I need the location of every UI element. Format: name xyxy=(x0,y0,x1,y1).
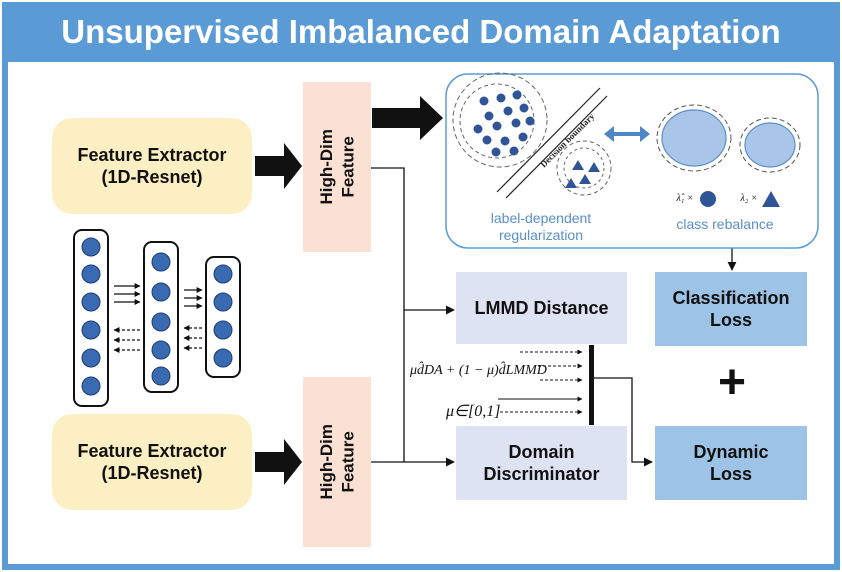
double-arrow-icon xyxy=(604,126,650,142)
high-dim-feature-top: High-Dim Feature xyxy=(303,82,371,252)
domain-discriminator-box xyxy=(456,426,627,500)
feature-extractor-top-box xyxy=(52,118,252,214)
label-dependent-regularization-label: label-dependent regularization xyxy=(490,209,592,244)
formula-arrows xyxy=(500,349,583,415)
right-arrow-icon xyxy=(255,439,302,485)
high-dim-feature-bottom: High-Dim Feature xyxy=(303,377,371,547)
cluster-illustration xyxy=(452,72,612,199)
regularization-panel xyxy=(445,73,819,249)
feature-extractor-bottom-label: Feature Extractor (1D-Resnet) xyxy=(77,440,227,484)
classification-loss-label: Classification Loss xyxy=(672,287,790,331)
class-rebalance-label: class rebalance xyxy=(676,216,774,233)
feature-extractor-top-label: Feature Extractor (1D-Resnet) xyxy=(77,144,227,188)
lambda1-label: λ̂₁ × xyxy=(676,192,694,204)
lambda2-label: λ₂ × xyxy=(740,192,758,204)
plus-icon: + xyxy=(717,356,747,409)
right-arrow-icon xyxy=(255,143,302,189)
high-dim-feature-top-box xyxy=(303,82,371,252)
feature-extractor-bottom-box xyxy=(52,414,252,510)
weighted-distance-formula: μd̂DA + (1 − μ)d̂LMMD xyxy=(410,363,547,379)
classification-loss-box xyxy=(655,272,807,346)
lmmd-distance-label: LMMD Distance xyxy=(474,297,609,318)
mu-range-formula: μ∈[0,1] xyxy=(446,403,501,420)
high-dim-feature-bottom-label: High-Dim Feature xyxy=(316,424,357,500)
lmmd-distance-box xyxy=(456,272,627,344)
high-dim-feature-bottom-box xyxy=(303,377,371,547)
connector-lines xyxy=(371,167,737,467)
dynamic-loss-box xyxy=(655,426,807,500)
right-arrow-icon xyxy=(372,96,443,140)
neural-network xyxy=(73,229,241,407)
domain-discriminator-label: Domain Discriminator xyxy=(483,441,600,485)
page-title: Unsupervised Imbalanced Domain Adaptatio… xyxy=(61,13,781,50)
high-dim-feature-top-label: High-Dim Feature xyxy=(316,129,357,205)
merge-bar xyxy=(589,345,594,425)
rebalanced-classes xyxy=(656,104,801,207)
dynamic-loss-label: Dynamic Loss xyxy=(693,441,769,485)
